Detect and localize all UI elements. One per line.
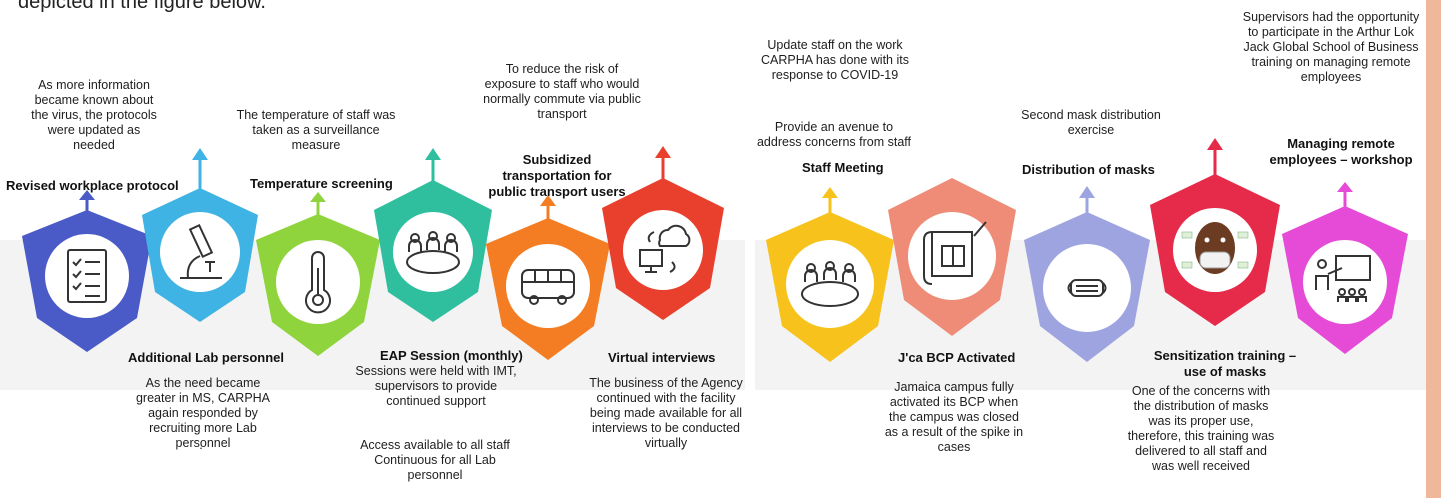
step-10-note: One of the concerns with the distributio…: [1127, 384, 1275, 473]
masked-face-icon: [1181, 222, 1249, 274]
step-connector-5: [540, 195, 556, 220]
step-10-title: Sensitization training – use of masks: [1153, 348, 1297, 379]
step-3-title: Temperature screening: [250, 176, 393, 191]
step-4-extra: Access available to all staff Continuous…: [360, 438, 510, 482]
step-7-extra: Provide an avenue to address concerns fr…: [756, 120, 911, 149]
step-circle-7: [786, 240, 874, 328]
checklist-icon: [67, 249, 107, 303]
meeting-table-icon: [801, 261, 859, 307]
thermometer-icon: [305, 251, 331, 314]
step-connector-11: [1337, 182, 1353, 208]
step-2-title: Additional Lab personnel: [128, 350, 285, 365]
step-circle-1: [45, 234, 129, 318]
cloud-computer-icon: [639, 224, 691, 273]
step-3-note: The temperature of staff was taken as a …: [236, 108, 396, 152]
step-9-note: Second mask distribution exercise: [1021, 108, 1161, 137]
microscope-icon: [180, 223, 222, 279]
step-5-note: To reduce the risk of exposure to staff …: [483, 62, 641, 121]
step-1-title: Revised workplace protocol: [6, 178, 179, 193]
step-9-title: Distribution of masks: [1022, 162, 1155, 177]
page-edge-bar: [1426, 0, 1441, 498]
step-4-note: Sessions were held with IMT, supervisors…: [355, 364, 517, 408]
step-connector-1: [79, 190, 95, 212]
bus-icon: [521, 269, 575, 305]
step-11-note: Supervisors had the opportunity to parti…: [1242, 10, 1420, 84]
step-1-note: As more information became known about t…: [31, 78, 157, 152]
step-connector-4: [425, 148, 441, 182]
step-7-title: Staff Meeting: [802, 160, 884, 175]
step-connector-9: [1079, 186, 1095, 214]
step-circle-5: [506, 244, 590, 328]
step-2-extra: .: [199, 438, 203, 452]
step-11-title: Managing remote employees – workshop: [1269, 136, 1413, 167]
teacher-board-icon: [1315, 255, 1371, 302]
step-2-note: As the need became greater in MS, CARPHA…: [135, 376, 271, 450]
step-circle-9: [1043, 244, 1131, 332]
step-7-note: Update staff on the work CARPHA has done…: [761, 38, 909, 82]
step-8-title: J'ca BCP Activated: [898, 350, 1016, 365]
step-connector-2: [192, 148, 208, 190]
blueprint-icon: [923, 221, 987, 285]
step-5-title: Subsidized transportation for public tra…: [488, 152, 626, 199]
step-connector-3: [310, 192, 326, 216]
mask-icon: [1067, 279, 1107, 297]
step-8-note: Jamaica campus fully activated its BCP w…: [884, 380, 1024, 454]
step-connector-6: [655, 146, 671, 180]
step-connector-7: [822, 187, 838, 214]
meeting-table-icon: [406, 231, 460, 274]
intro-text: depicted in the figure below.: [18, 0, 266, 13]
step-6-note: The business of the Agency continued wit…: [589, 376, 743, 450]
panel-divider: [745, 0, 755, 498]
step-connector-10: [1207, 138, 1223, 176]
step-6-title: Virtual interviews: [608, 350, 716, 365]
step-4-title: EAP Session (monthly): [380, 348, 523, 363]
